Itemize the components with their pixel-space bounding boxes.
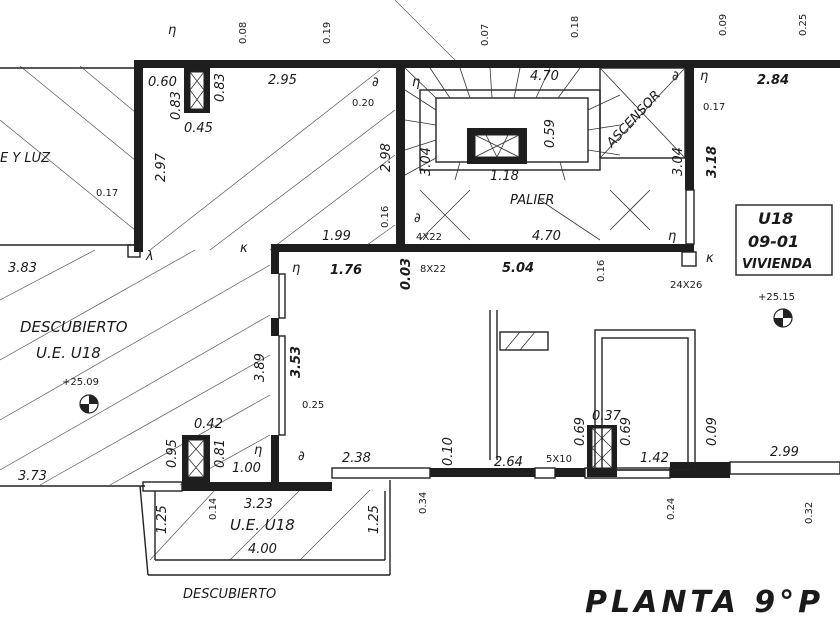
dim-353: 3.53 [289, 346, 304, 378]
top-dim-007: 0.07 [480, 24, 491, 46]
stair-core [404, 67, 686, 241]
dim-016a: 0.16 [380, 206, 391, 228]
dim-176: 1.76 [330, 263, 362, 278]
dim-470-top: 4.70 [530, 69, 559, 84]
interior-lines [489, 310, 696, 471]
dim-504: 5.04 [502, 261, 534, 276]
unit-floor: 09-01 [748, 232, 799, 251]
plan-title: PLANTA 9°P [585, 585, 824, 620]
mark-eta-3: η [700, 69, 708, 84]
dim-020: 0.20 [352, 98, 374, 109]
thin-lines [0, 67, 840, 576]
dim-034: 0.34 [418, 492, 429, 514]
ue-top-label: U.E. U18 [36, 344, 101, 362]
dim-003: 0.03 [399, 258, 414, 290]
dim-009-mid: 0.09 [705, 417, 720, 446]
dim-299: 2.99 [770, 445, 799, 460]
level-right: +25.15 [758, 292, 795, 303]
dim-295: 2.95 [268, 73, 297, 88]
palier-label: PALIER [510, 193, 554, 208]
dim-400: 4.00 [248, 542, 277, 557]
mark-delta-1: ∂ [372, 75, 379, 90]
dim-017-left: 0.17 [96, 188, 118, 199]
level-left: +25.09 [62, 377, 99, 388]
dim-142: 1.42 [640, 451, 669, 466]
walls [134, 60, 840, 491]
dim-083a: 0.83 [169, 91, 184, 120]
dim-118: 1.18 [490, 169, 519, 184]
dim-069a: 0.69 [573, 417, 588, 446]
dim-298: 2.98 [379, 143, 394, 172]
dim-059: 0.59 [543, 119, 558, 148]
top-dim-008: 0.08 [238, 22, 249, 44]
dim-045: 0.45 [184, 121, 213, 136]
dim-032: 0.32 [804, 502, 815, 524]
top-dim-025: 0.25 [798, 14, 809, 36]
dim-125b: 1.25 [367, 505, 382, 534]
unit-code: U18 [758, 209, 793, 228]
dim-318: 3.18 [705, 146, 720, 178]
level-markers [79, 308, 793, 414]
dim-383: 3.83 [8, 261, 37, 276]
mark-eta-6: η [254, 443, 262, 458]
dim-100: 1.00 [232, 461, 261, 476]
dim-125a: 1.25 [155, 505, 170, 534]
mark-eta-4: η [668, 229, 676, 244]
mark-kappa-1: κ [240, 241, 248, 256]
ascensor-label: ASCENSOR [603, 88, 664, 151]
dim-014: 0.14 [208, 498, 219, 520]
mark-delta-3: ∂ [414, 211, 421, 226]
dim-304-left: 3.04 [419, 147, 434, 176]
descubierto-top-label: DESCUBIERTO [20, 318, 128, 336]
dim-081: 0.81 [213, 439, 228, 468]
dim-470-mid: 4.70 [532, 229, 561, 244]
dim-069b: 0.69 [619, 417, 634, 446]
dim-8x22: 8X22 [420, 264, 446, 275]
dim-037: 0.37 [592, 409, 622, 424]
aire-luz-label: E Y LUZ [0, 151, 51, 166]
dim-083b: 0.83 [213, 73, 228, 102]
dim-060: 0.60 [148, 75, 177, 90]
dim-264: 2.64 [494, 455, 523, 470]
descubierto-bottom-label: DESCUBIERTO [183, 587, 276, 602]
mark-eta-1: η [168, 23, 176, 38]
dim-323: 3.23 [244, 497, 273, 512]
dimension-labels: 0.60 0.83 0.83 0.45 2.95 4.70 2.84 0.20 … [8, 14, 815, 557]
dim-297: 2.97 [154, 152, 169, 182]
unit-box [735, 204, 833, 276]
room-labels: E Y LUZ DESCUBIERTO U.E. U18 U.E. U18 DE… [0, 88, 824, 620]
dim-025: 0.25 [302, 400, 324, 411]
corner-marks: η ∂ η ∂ η λ κ ∂ η κ η η ∂ [145, 23, 714, 464]
dim-24x26: 24X26 [670, 280, 702, 291]
dim-016b: 0.16 [596, 260, 607, 282]
dim-199: 1.99 [322, 229, 351, 244]
dim-095: 0.95 [165, 439, 180, 468]
dim-010: 0.10 [441, 437, 456, 466]
top-dim-019: 0.19 [322, 22, 333, 44]
dim-5x10: 5X10 [546, 454, 572, 465]
dim-373: 3.73 [18, 469, 47, 484]
mark-kappa-2: κ [706, 251, 714, 266]
mark-eta-5: η [292, 261, 300, 276]
mark-eta-2: η [412, 75, 420, 90]
ue-bottom-label: U.E. U18 [230, 516, 295, 534]
dim-024: 0.24 [666, 498, 677, 520]
dim-284: 2.84 [757, 73, 789, 88]
dim-389: 3.89 [253, 353, 268, 382]
mark-delta-2: ∂ [672, 69, 679, 84]
top-dim-018: 0.18 [570, 16, 581, 38]
dim-042: 0.42 [194, 417, 223, 432]
mark-lambda: λ [145, 249, 154, 264]
dim-238: 2.38 [342, 451, 371, 466]
unit-type: VIVIENDA [742, 257, 812, 272]
top-dim-009: 0.09 [718, 14, 729, 36]
descubierto-hatch [0, 0, 456, 561]
dim-304-right: 3.04 [671, 147, 686, 176]
dim-4x22: 4X22 [416, 232, 442, 243]
mark-delta-4: ∂ [298, 449, 305, 464]
shafts [182, 68, 613, 483]
dim-017-right: 0.17 [703, 102, 725, 113]
